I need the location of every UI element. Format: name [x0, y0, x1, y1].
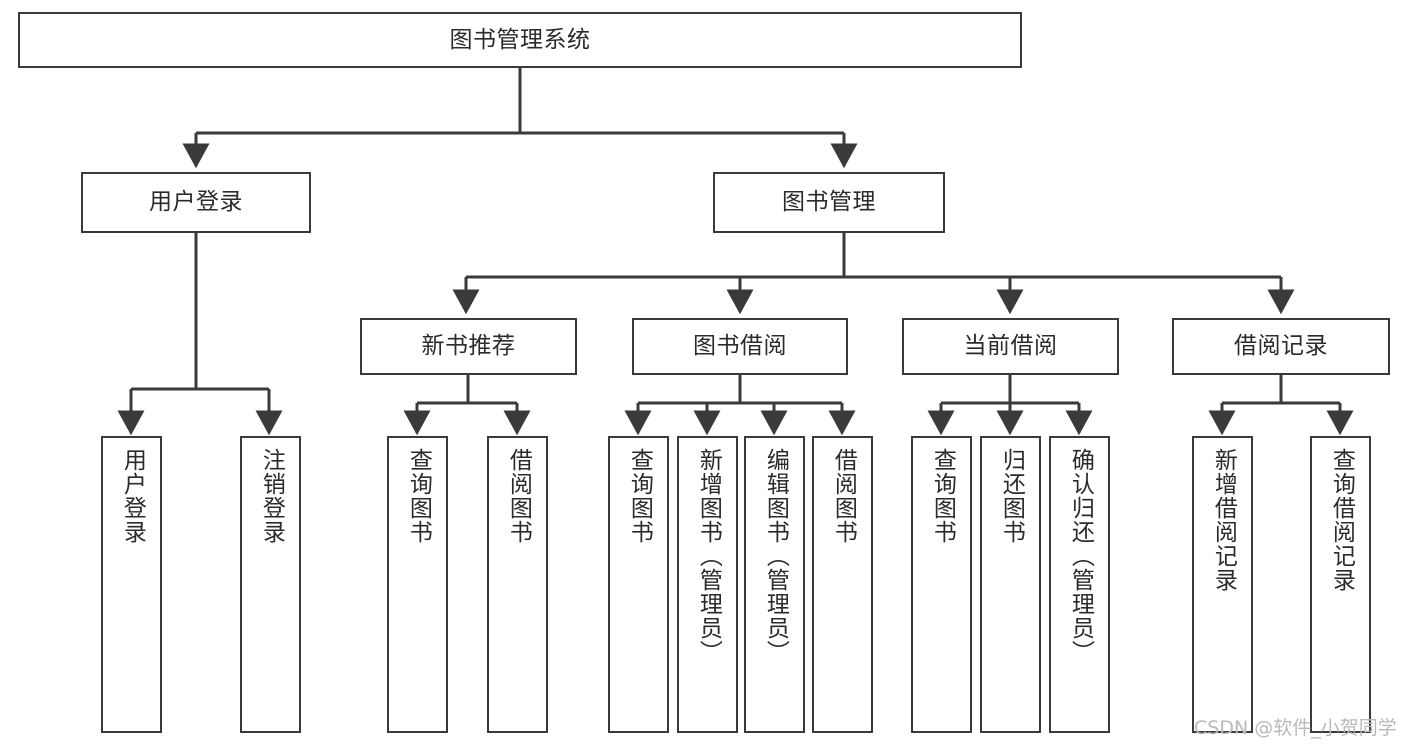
leaf-current-borrow-confirm[interactable]: 确认归还（管理员） [1049, 436, 1110, 733]
leaf-current-borrow-return-label: 归还图书 [998, 448, 1025, 544]
node-user-login[interactable]: 用户登录 [81, 172, 311, 233]
node-borrow-record-label: 借阅记录 [1234, 333, 1328, 360]
node-book-borrow-label: 图书借阅 [693, 333, 787, 360]
leaf-new-book-query-label: 查询图书 [405, 448, 432, 544]
leaf-user-login-login-label: 用户登录 [119, 448, 146, 544]
leaf-borrow-record-add[interactable]: 新增借阅记录 [1192, 436, 1253, 733]
leaf-current-borrow-query-label: 查询图书 [929, 448, 956, 544]
node-book-management-label: 图书管理 [782, 189, 876, 216]
leaf-borrow-record-query[interactable]: 查询借阅记录 [1310, 436, 1371, 733]
node-root-label: 图书管理系统 [449, 26, 591, 53]
leaf-user-login-login[interactable]: 用户登录 [101, 436, 162, 733]
leaf-current-borrow-confirm-label: 确认归还（管理员） [1067, 448, 1094, 664]
node-new-book-recommend[interactable]: 新书推荐 [360, 318, 577, 375]
node-current-borrow-label: 当前借阅 [963, 333, 1058, 360]
csdn-watermark: CSDN @软件_小贺同学 [1194, 717, 1397, 739]
leaf-book-borrow-edit[interactable]: 编辑图书（管理员） [744, 436, 805, 733]
leaf-new-book-borrow-label: 借阅图书 [505, 448, 532, 544]
leaf-book-borrow-borrow[interactable]: 借阅图书 [812, 436, 873, 733]
leaf-book-borrow-borrow-label: 借阅图书 [830, 448, 857, 544]
leaf-book-borrow-edit-label: 编辑图书（管理员） [762, 448, 789, 664]
leaf-book-borrow-add-label: 新增图书（管理员） [695, 448, 722, 664]
leaf-current-borrow-return[interactable]: 归还图书 [980, 436, 1041, 733]
node-new-book-recommend-label: 新书推荐 [421, 333, 516, 360]
node-borrow-record[interactable]: 借阅记录 [1172, 318, 1390, 375]
leaf-book-borrow-add[interactable]: 新增图书（管理员） [677, 436, 738, 733]
leaf-book-borrow-query-label: 查询图书 [626, 448, 653, 544]
node-root[interactable]: 图书管理系统 [18, 12, 1022, 68]
leaf-new-book-query[interactable]: 查询图书 [387, 436, 448, 733]
leaf-new-book-borrow[interactable]: 借阅图书 [487, 436, 548, 733]
leaf-borrow-record-query-label: 查询借阅记录 [1328, 448, 1355, 592]
node-book-borrow[interactable]: 图书借阅 [632, 318, 848, 375]
leaf-borrow-record-add-label: 新增借阅记录 [1210, 448, 1237, 592]
node-book-management[interactable]: 图书管理 [713, 172, 945, 233]
node-current-borrow[interactable]: 当前借阅 [902, 318, 1119, 375]
leaf-user-login-logout[interactable]: 注销登录 [240, 436, 301, 733]
leaf-current-borrow-query[interactable]: 查询图书 [911, 436, 972, 733]
leaf-book-borrow-query[interactable]: 查询图书 [608, 436, 669, 733]
node-user-login-label: 用户登录 [149, 189, 243, 216]
leaf-user-login-logout-label: 注销登录 [258, 448, 285, 544]
